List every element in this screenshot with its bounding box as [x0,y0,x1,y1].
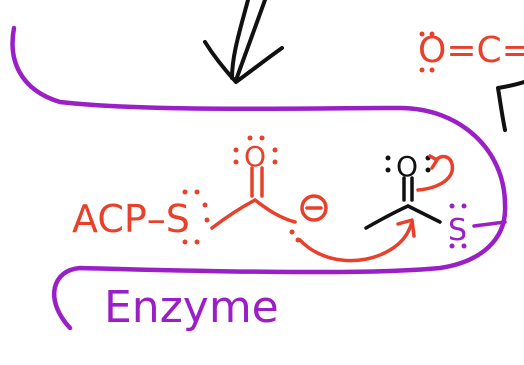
malonyl-bonds [210,166,297,230]
arrow-up-right-icon [496,80,524,132]
thioester-oxygen: O [396,150,418,183]
enzyme-label: Enzyme [104,282,279,333]
enzyme-sulfur: S [448,213,467,248]
acp-s-label: ACP–S [72,197,190,241]
thioester-bonds [364,176,442,230]
carbonyl-oxygen: O [244,140,266,173]
enzyme-outline [10,25,508,331]
curved-arrow-attack [298,218,416,263]
curved-arrow-carbonyl [416,154,455,192]
o-eq-c-label: O=C= [418,30,524,71]
arrow-down-icon [203,0,284,84]
negative-charge-icon [300,194,328,222]
